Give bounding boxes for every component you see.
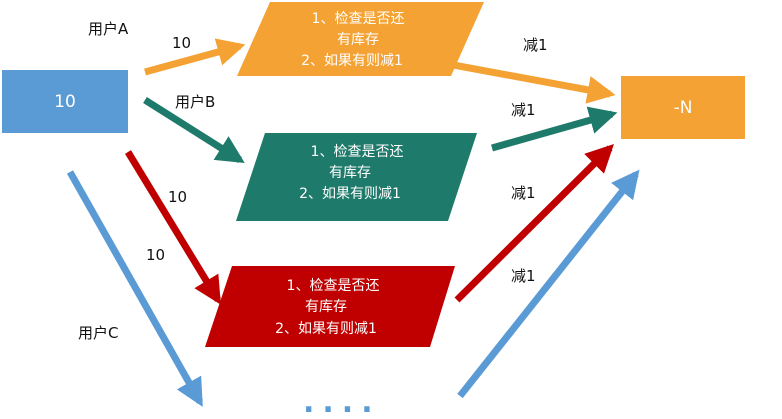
process-box-a bbox=[237, 2, 484, 76]
label-dec-b: 减1 bbox=[511, 101, 536, 119]
arrow-from-a bbox=[447, 60, 616, 104]
target-box-value: -N bbox=[674, 98, 693, 118]
label-dec-c: 减1 bbox=[511, 184, 536, 202]
arrow-from-b bbox=[491, 106, 618, 152]
label-user-c: 用户C bbox=[78, 324, 118, 342]
label-dec-a: 减1 bbox=[523, 36, 548, 54]
process-c-line-3: 2、如果有则减1 bbox=[275, 321, 377, 337]
label-user-b: 用户B bbox=[175, 93, 215, 111]
source-box bbox=[2, 70, 128, 133]
arrow-to-a bbox=[144, 38, 246, 76]
label-dec-d: 减1 bbox=[511, 267, 536, 285]
source-box-value: 10 bbox=[54, 92, 76, 112]
process-c-line-1: 1、检查是否还 bbox=[287, 278, 380, 294]
arrow-to-c bbox=[125, 150, 221, 305]
label-in-c1: 10 bbox=[168, 188, 187, 206]
arrow-from-c bbox=[454, 144, 614, 303]
process-b-line-3: 2、如果有则减1 bbox=[299, 186, 401, 202]
process-b-line-1: 1、检查是否还 bbox=[311, 144, 404, 160]
process-c-line-2: 有库存 bbox=[305, 299, 347, 315]
arrow-to-b bbox=[143, 97, 245, 163]
process-a-line-1: 1、检查是否还 bbox=[312, 11, 405, 27]
process-a-line-3: 2、如果有则减1 bbox=[301, 53, 403, 69]
arrow-from-ellipsis bbox=[457, 169, 640, 399]
target-box bbox=[621, 76, 745, 139]
label-in-a: 10 bbox=[172, 34, 191, 52]
arrow-to-ellipsis bbox=[66, 170, 204, 407]
process-b-line-2: 有库存 bbox=[329, 165, 371, 181]
process-a-line-2: 有库存 bbox=[337, 32, 379, 48]
process-box-c bbox=[205, 266, 455, 347]
label-in-c2: 10 bbox=[146, 246, 165, 264]
process-box-b bbox=[236, 133, 477, 221]
label-user-a: 用户A bbox=[88, 20, 129, 38]
ellipsis: .... bbox=[303, 385, 381, 419]
